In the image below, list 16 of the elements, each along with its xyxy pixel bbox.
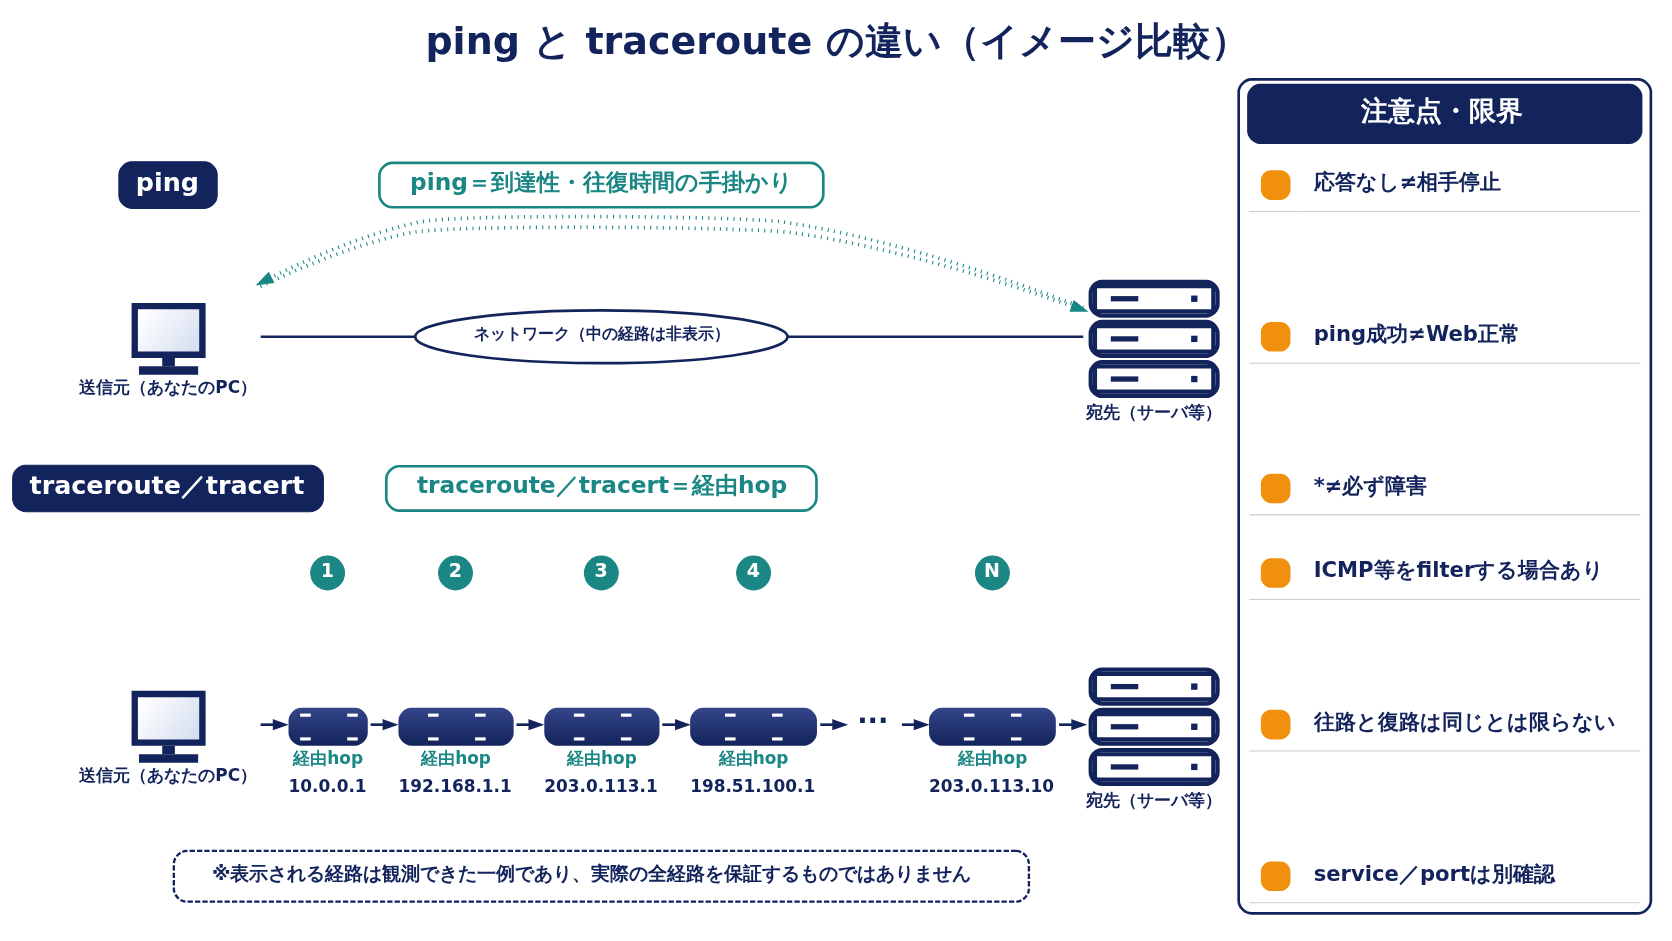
node-label: 10.0.0.1 bbox=[288, 775, 367, 796]
node-text: ··· bbox=[857, 704, 889, 736]
node-label: 198.51.100.1 bbox=[690, 775, 816, 796]
node-label: 送信元（あなたのPC） bbox=[79, 376, 258, 397]
node-label: 経由hop bbox=[293, 747, 364, 768]
node-label: 送信元（あなたのPC） bbox=[79, 764, 258, 785]
node-label: 203.0.113.10 bbox=[929, 775, 1055, 796]
node-label: 203.0.113.1 bbox=[544, 775, 658, 796]
diagram-title: ping と traceroute の違い（イメージ比較） bbox=[425, 18, 1249, 63]
node-label: 経由hop bbox=[957, 747, 1028, 768]
node-label: 192.168.1.1 bbox=[398, 775, 512, 796]
node-label: 経由hop bbox=[718, 747, 789, 768]
node-label: 宛先（サーバ等） bbox=[1086, 789, 1223, 810]
node-label: 経由hop bbox=[421, 747, 491, 768]
node-label: 経由hop bbox=[567, 747, 637, 768]
node-label: 宛先（サーバ等） bbox=[1086, 401, 1223, 422]
